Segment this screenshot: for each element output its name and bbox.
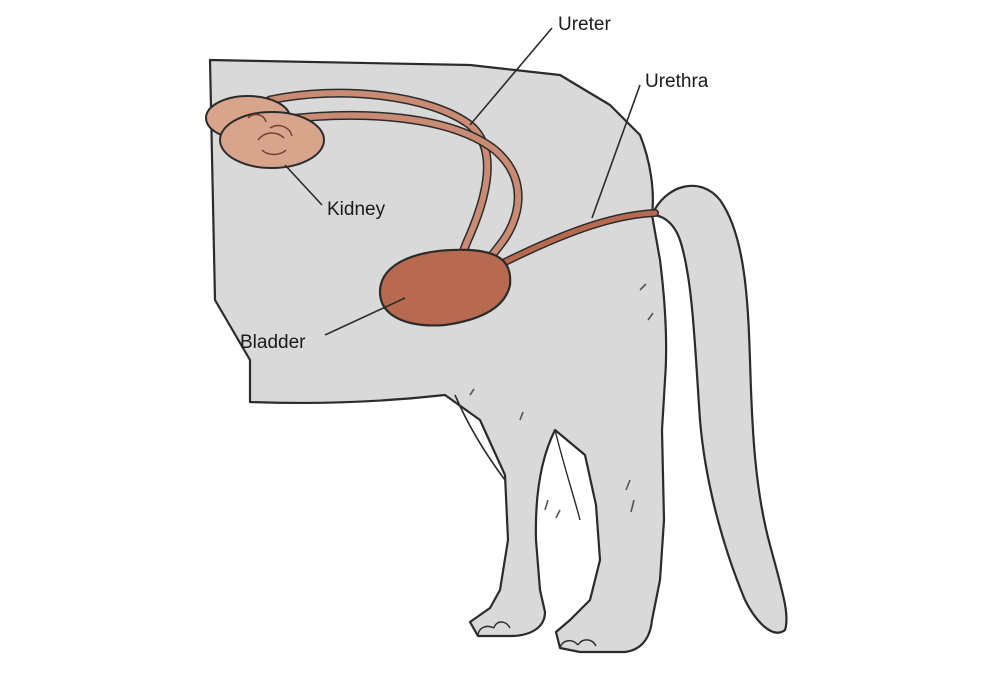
fur-strokes bbox=[469, 283, 654, 519]
urethra-leader-line bbox=[591, 84, 641, 219]
cat-tail bbox=[650, 184, 788, 634]
kidney-right bbox=[219, 111, 325, 169]
back-paw-toes bbox=[559, 639, 597, 649]
cat-torso-legs bbox=[208, 58, 668, 654]
bladder-organ bbox=[378, 248, 512, 327]
kidney-leader-line bbox=[284, 164, 323, 206]
bladder-leader-line bbox=[324, 297, 406, 336]
urethra-tube bbox=[502, 210, 658, 265]
ureter-label: Ureter bbox=[558, 14, 611, 35]
leg-contour bbox=[454, 394, 506, 481]
kidney-vessels bbox=[247, 113, 293, 156]
bladder-label: Bladder bbox=[240, 332, 306, 353]
kidney-label: Kidney bbox=[327, 199, 386, 220]
kidneys bbox=[205, 95, 325, 169]
ureter-leader-line bbox=[469, 27, 553, 126]
cat-body bbox=[208, 58, 668, 654]
urethra-label: Urethra bbox=[645, 71, 709, 92]
leg-contour-2 bbox=[554, 429, 581, 521]
front-paw-toes bbox=[477, 621, 511, 637]
